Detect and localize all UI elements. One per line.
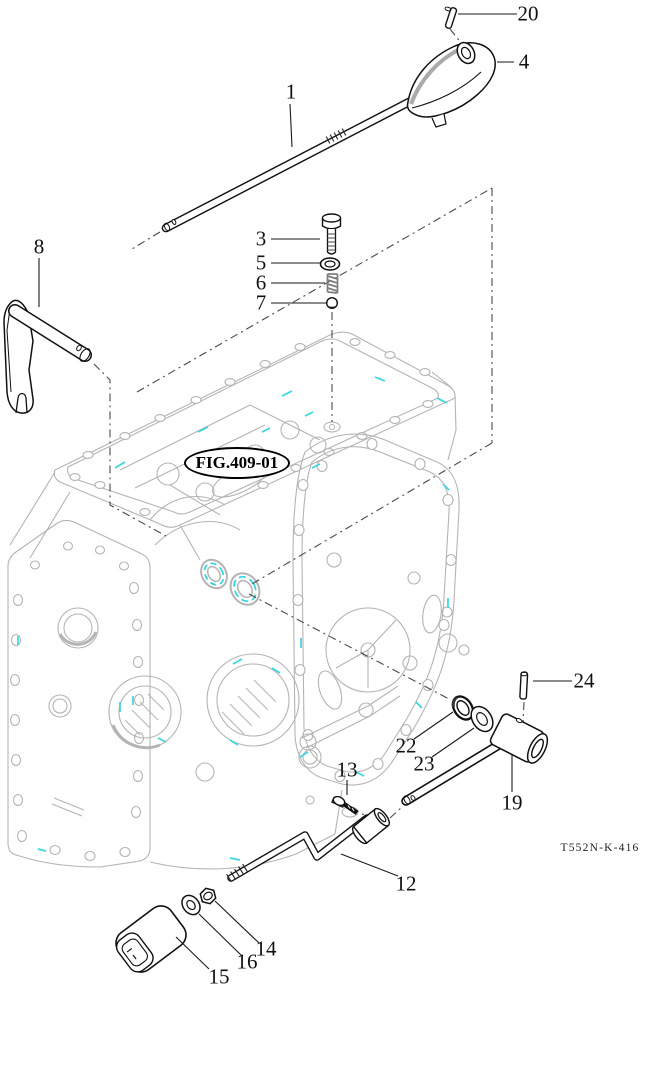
callout-20[interactable]: 20 [517, 1, 539, 26]
callout-4[interactable]: 4 [518, 49, 530, 74]
part-15-knob [115, 905, 187, 973]
callout-14[interactable]: 14 [255, 936, 277, 961]
callout-15[interactable]: 15 [208, 964, 230, 989]
part-24-pin [519, 671, 529, 700]
leader-lines [38, 13, 572, 970]
part-13-bolt [331, 795, 359, 815]
callout-16[interactable]: 16 [236, 949, 258, 974]
part-20-pin [444, 6, 458, 29]
callout-5[interactable]: 5 [255, 250, 267, 275]
sheet-code: T552N-K-416 [560, 842, 640, 854]
callout-1[interactable]: 1 [285, 79, 297, 104]
callout-19[interactable]: 19 [501, 790, 523, 815]
part-12-bushing [351, 807, 391, 845]
callout-7[interactable]: 7 [255, 290, 267, 315]
part-16-washer [181, 894, 201, 916]
part-23-washer [470, 705, 494, 733]
part-5-washer [319, 257, 341, 271]
part-7-ball [326, 297, 339, 310]
figure-reference-badge[interactable]: FIG.409-01 [184, 447, 290, 479]
transmission-case-drawing [7, 331, 470, 870]
callout-22[interactable]: 22 [395, 733, 417, 758]
part-6-spring [326, 273, 339, 294]
part-3-bolt [321, 213, 342, 255]
part-4-shift-fork [406, 41, 496, 128]
callout-6[interactable]: 6 [255, 270, 267, 295]
part-8-lever [3, 299, 92, 414]
callout-8[interactable]: 8 [33, 234, 45, 259]
part-14-nut [199, 887, 217, 905]
part-12-link-rod [226, 807, 391, 883]
part-22-seal [451, 695, 475, 721]
part-1-shaft [161, 83, 441, 233]
callout-12[interactable]: 12 [395, 871, 417, 896]
callout-13[interactable]: 13 [336, 757, 358, 782]
callout-24[interactable]: 24 [573, 668, 595, 693]
callout-23[interactable]: 23 [413, 751, 435, 776]
part-19-shift-arm [401, 713, 549, 806]
callout-3[interactable]: 3 [255, 226, 267, 251]
